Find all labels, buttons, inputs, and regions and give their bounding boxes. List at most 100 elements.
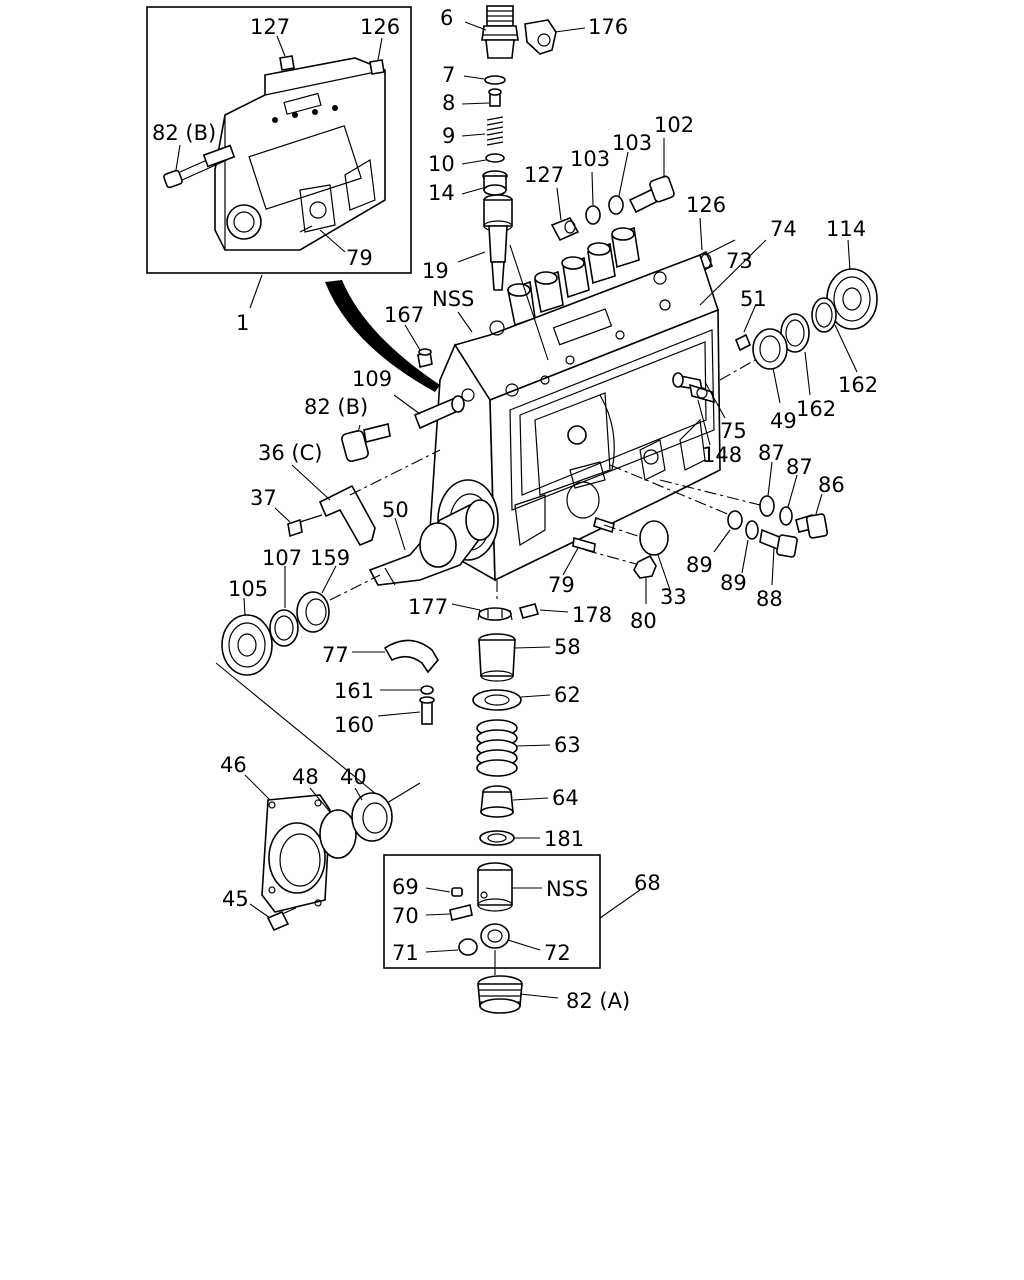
gasket-7 xyxy=(484,75,506,85)
inset-bolt-126 xyxy=(369,59,385,75)
label-51: 51 xyxy=(740,287,767,311)
label-1: 1 xyxy=(236,311,249,335)
label-68: 68 xyxy=(634,871,661,895)
label-167: 167 xyxy=(384,303,424,327)
bolt-88 xyxy=(759,528,798,558)
label-14: 14 xyxy=(428,181,455,205)
label-nss-top: NSS xyxy=(432,287,474,311)
plug-167 xyxy=(417,348,433,368)
seal-159 xyxy=(296,591,330,633)
screw-178 xyxy=(518,603,540,619)
label-70: 70 xyxy=(392,904,419,928)
washer-87a xyxy=(759,495,775,517)
label-48: 48 xyxy=(292,765,319,789)
label-nss-box: NSS xyxy=(546,877,588,901)
pin-69 xyxy=(451,887,463,897)
label-160: 160 xyxy=(334,713,374,737)
control-sleeve-58 xyxy=(478,633,516,682)
plug-82a xyxy=(477,975,523,1014)
label-69: 69 xyxy=(392,875,419,899)
label-159: 159 xyxy=(310,546,350,570)
label-74: 74 xyxy=(770,217,797,241)
label-177: 177 xyxy=(408,595,448,619)
label-6: 6 xyxy=(440,6,453,30)
inset-bolt-82b xyxy=(163,144,236,189)
label-77: 77 xyxy=(322,643,349,667)
label-161: 161 xyxy=(334,679,374,703)
label-127-inset: 127 xyxy=(250,15,290,39)
bolt-127 xyxy=(550,217,580,242)
label-33: 33 xyxy=(660,585,687,609)
label-9: 9 xyxy=(442,124,455,148)
label-8: 8 xyxy=(442,91,455,115)
label-79-inset: 79 xyxy=(346,246,373,270)
key-51 xyxy=(734,333,752,352)
label-75: 75 xyxy=(720,419,747,443)
label-127: 127 xyxy=(524,163,564,187)
roller-72 xyxy=(480,923,510,949)
seal-49 xyxy=(752,328,788,370)
label-126-inset: 126 xyxy=(360,15,400,39)
spring-9 xyxy=(486,116,504,146)
label-63: 63 xyxy=(554,733,581,757)
valve-10 xyxy=(485,153,505,163)
pin-70 xyxy=(449,904,473,921)
label-46: 46 xyxy=(220,753,247,777)
label-87b: 87 xyxy=(786,455,813,479)
label-10: 10 xyxy=(428,152,455,176)
bearing-77 xyxy=(383,639,439,674)
label-148: 148 xyxy=(702,443,742,467)
tappet-body xyxy=(477,862,513,912)
label-72: 72 xyxy=(544,941,571,965)
label-126: 126 xyxy=(686,193,726,217)
label-178: 178 xyxy=(572,603,612,627)
shim-181 xyxy=(479,830,515,846)
label-36c: 36 (C) xyxy=(258,441,322,465)
banjo-bolt-102 xyxy=(628,175,675,214)
label-82a: 82 (A) xyxy=(566,989,630,1013)
seal-40 xyxy=(351,792,393,842)
label-89a: 89 xyxy=(686,553,713,577)
label-40: 40 xyxy=(340,765,367,789)
bracket-36c xyxy=(318,484,376,547)
label-176: 176 xyxy=(588,15,628,39)
label-181: 181 xyxy=(544,827,584,851)
label-114: 114 xyxy=(826,217,866,241)
inset-bolt-127 xyxy=(279,55,295,71)
o-ring-48 xyxy=(319,809,357,859)
bolt-37 xyxy=(287,514,323,538)
bushing-71 xyxy=(458,938,478,956)
valve-seat-14 xyxy=(482,170,508,196)
camshaft-50 xyxy=(368,499,495,586)
label-109: 109 xyxy=(352,367,392,391)
label-49: 49 xyxy=(770,409,797,433)
plunger-19 xyxy=(483,194,513,291)
label-71: 71 xyxy=(392,941,419,965)
label-162b: 162 xyxy=(838,373,878,397)
bolt-86 xyxy=(795,513,829,539)
label-7: 7 xyxy=(442,63,455,87)
bearing-105 xyxy=(221,614,273,676)
washer-89a xyxy=(727,510,743,530)
label-102: 102 xyxy=(654,113,694,137)
label-162a: 162 xyxy=(796,397,836,421)
label-58: 58 xyxy=(554,635,581,659)
label-62: 62 xyxy=(554,683,581,707)
screw-148 xyxy=(688,383,716,404)
label-105: 105 xyxy=(228,577,268,601)
stopper-8 xyxy=(488,88,502,107)
clamp-176 xyxy=(524,19,557,55)
delivery-valve-holder-6 xyxy=(481,5,519,59)
label-107: 107 xyxy=(262,546,302,570)
label-82b: 82 (B) xyxy=(304,395,368,419)
label-103a: 103 xyxy=(570,147,610,171)
label-86: 86 xyxy=(818,473,845,497)
tappet-frame xyxy=(383,854,601,969)
inset-arrow xyxy=(325,280,440,392)
label-19: 19 xyxy=(422,259,449,283)
label-45: 45 xyxy=(222,887,249,911)
inset-frame xyxy=(146,6,412,274)
plunger-spring-63 xyxy=(476,719,518,777)
washer-161 xyxy=(420,685,434,695)
